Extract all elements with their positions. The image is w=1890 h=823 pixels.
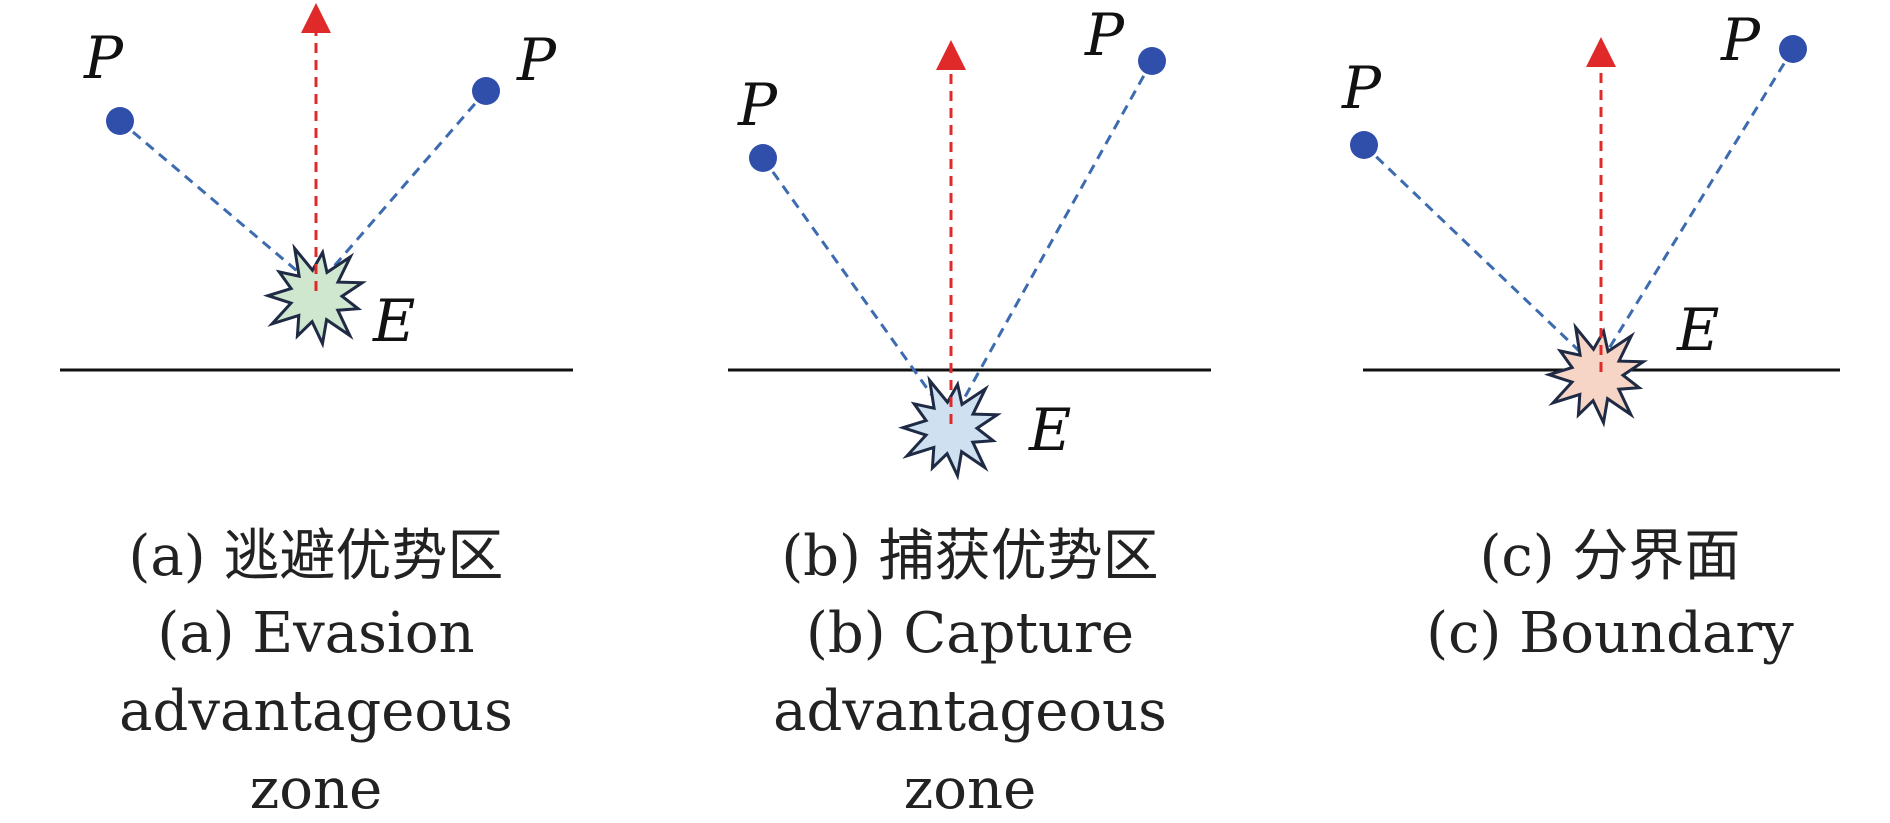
caption-cn: (c) 分界面	[1480, 524, 1741, 589]
sight-line-left	[119, 119, 317, 289]
caption-en-line-3: zone	[250, 757, 382, 822]
panel-c: P P E (c) 分界面 (c) Boundary	[1341, 6, 1840, 666]
caption-en-line-2: advantageous	[119, 679, 513, 744]
evader-label: E	[1676, 296, 1719, 364]
sight-line-right	[314, 90, 488, 288]
evader-label: E	[372, 287, 415, 355]
evader-label: E	[1028, 396, 1071, 464]
panel-a: P P E (a) 逃避优势区 (a) Evasion advantageous…	[60, 3, 573, 822]
sight-line-left	[1362, 143, 1599, 370]
evader-star-icon	[1544, 322, 1648, 428]
pursuer-right-label: P	[516, 26, 557, 94]
pursuer-left-label: P	[737, 71, 778, 139]
caption-cn: (a) 逃避优势区	[129, 524, 504, 589]
pursuer-right-icon	[472, 77, 500, 105]
pursuer-left-icon	[749, 144, 777, 172]
sight-line-right	[949, 60, 1154, 423]
pursuer-right-label: P	[1084, 1, 1125, 69]
pursuer-right-icon	[1138, 47, 1166, 75]
sight-line-right	[1595, 48, 1795, 369]
pursuer-left-icon	[106, 107, 134, 135]
panel-b: P P E (b) 捕获优势区 (b) Capture advantageous…	[728, 1, 1211, 822]
sight-line-left	[761, 157, 953, 423]
caption-en-line-1: (b) Capture	[806, 601, 1134, 666]
caption-en-line-1: (c) Boundary	[1426, 601, 1794, 666]
pursuer-right-label: P	[1720, 6, 1761, 74]
caption-cn: (b) 捕获优势区	[781, 524, 1158, 589]
evader-star-icon	[898, 375, 1002, 481]
caption-en-line-1: (a) Evasion	[157, 601, 474, 666]
pursuer-left-label: P	[1341, 54, 1382, 122]
pursuer-right-icon	[1779, 35, 1807, 63]
caption-en-line-3: zone	[904, 757, 1036, 822]
pursuer-left-icon	[1350, 131, 1378, 159]
pursuer-left-label: P	[83, 24, 124, 92]
evader-star-icon	[263, 243, 367, 349]
caption-en-line-2: advantageous	[773, 679, 1167, 744]
